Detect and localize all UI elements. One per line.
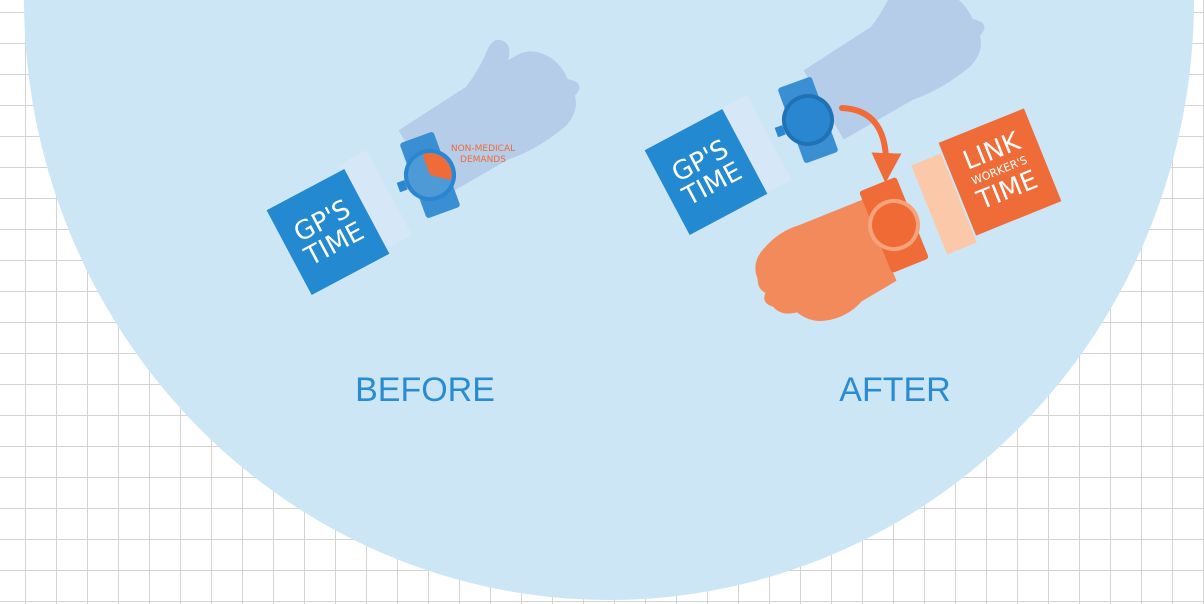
after-caption: AFTER [839, 371, 950, 409]
background-semicircle [24, 0, 1194, 600]
non-medical-label-line2: DEMANDS [460, 155, 506, 165]
before-caption: BEFORE [355, 371, 495, 409]
non-medical-label-line1: NON-MEDICAL [451, 144, 515, 154]
